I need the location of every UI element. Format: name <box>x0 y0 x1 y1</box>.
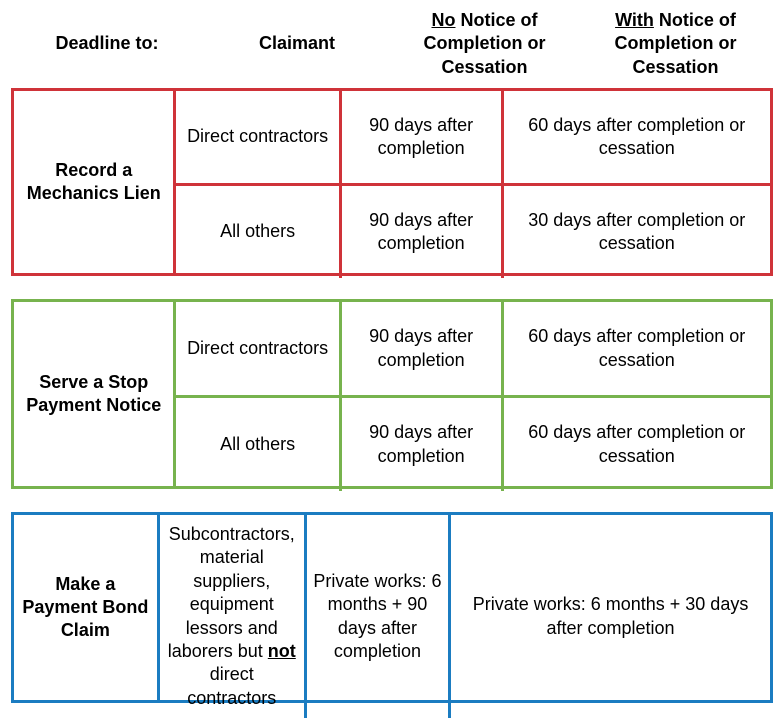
cell-with-notice-text: 60 days after completion or cessation <box>528 114 746 158</box>
row-label-mechanics-lien: Record a Mechanics Lien <box>14 91 177 273</box>
column-header-no-notice: No Notice of Completion or Cessation <box>391 9 578 78</box>
column-header-with-notice-text: With Notice of Completion or Cessation <box>582 9 769 78</box>
cell-claimant-text: Direct contractors <box>187 126 329 147</box>
cell-no-notice: 90 days after completion <box>338 398 501 491</box>
block-spacer <box>11 276 773 299</box>
cell-no-notice-text: 90 days after completion <box>369 209 474 253</box>
table-row: Subcontractors, material suppliers, equi… <box>160 515 770 719</box>
cell-no-notice: 90 days after completion <box>338 302 501 395</box>
block-mechanics-lien: Record a Mechanics Lien Direct contracto… <box>11 88 773 278</box>
cell-claimant-text: All others <box>220 433 296 454</box>
cell-claimant-suffix: direct contractors <box>187 664 277 708</box>
cell-with-notice: 30 days after completion or cessation <box>500 186 771 278</box>
cell-no-notice: Private works: 6 months + 90 days after … <box>303 515 448 719</box>
row-label-payment-bond-claim: Make a Payment Bond Claim <box>14 515 160 700</box>
cell-claimant: All others <box>176 186 338 278</box>
cell-with-notice-text: 60 days after completion or cessation <box>528 326 746 370</box>
cell-no-notice: 90 days after completion <box>338 91 501 183</box>
column-header-claimant: Claimant <box>203 32 391 55</box>
table-row: All others 90 days after completion 60 d… <box>176 395 770 491</box>
column-header-no-underlined: No <box>431 10 456 31</box>
cell-claimant: Direct contractors <box>176 302 338 395</box>
column-header-claimant-label: Claimant <box>258 33 336 54</box>
column-header-with-underlined: With <box>615 10 654 31</box>
block-spacer <box>11 489 773 512</box>
cell-with-notice-text: 30 days after completion or cessation <box>528 209 746 253</box>
cell-claimant: All others <box>176 398 338 491</box>
column-header-deadline: Deadline to: <box>11 32 203 55</box>
cell-with-notice: 60 days after completion or cessation <box>500 302 771 395</box>
cell-no-notice-text: 90 days after completion <box>369 114 474 158</box>
column-header-deadline-label: Deadline to: <box>55 33 159 54</box>
cell-with-notice: 60 days after completion or cessation <box>500 91 771 183</box>
row-label-stop-payment-notice: Serve a Stop Payment Notice <box>14 302 177 486</box>
cell-no-notice-text: 90 days after completion <box>369 326 474 370</box>
cell-no-notice-text: 90 days after completion <box>369 422 474 466</box>
row-label-stop-payment-notice-text: Serve a Stop Payment Notice <box>26 371 162 415</box>
table-row: All others 90 days after completion 30 d… <box>176 183 770 278</box>
block-stop-payment-notice-rows: Direct contractors 90 days after complet… <box>176 302 770 491</box>
cell-with-notice-text: Private works: 6 months + 30 days after … <box>472 594 749 638</box>
column-header-no-rest: Notice of Completion or Cessation <box>423 10 546 77</box>
cell-with-notice: 60 days after completion or cessation <box>500 398 771 491</box>
column-header-no-notice-text: No Notice of Completion or Cessation <box>395 9 574 78</box>
block-mechanics-lien-rows: Direct contractors 90 days after complet… <box>176 91 770 278</box>
cell-claimant-emphasis-not: not <box>267 640 296 661</box>
cell-with-notice: Private works: 6 months + 30 days after … <box>448 515 770 719</box>
block-payment-bond-claim: Make a Payment Bond Claim Subcontractors… <box>11 512 773 719</box>
row-label-mechanics-lien-text: Record a Mechanics Lien <box>26 159 161 203</box>
cell-no-notice: 90 days after completion <box>338 186 501 278</box>
column-header-with-notice: With Notice of Completion or Cessation <box>578 9 773 78</box>
table-row: Direct contractors 90 days after complet… <box>176 302 770 395</box>
cell-claimant: Subcontractors, material suppliers, equi… <box>160 515 304 718</box>
table-row: Direct contractors 90 days after complet… <box>176 91 770 183</box>
cell-claimant-text: Direct contractors <box>187 337 329 358</box>
block-payment-bond-claim-rows: Subcontractors, material suppliers, equi… <box>160 515 770 719</box>
cell-claimant-text: All others <box>220 221 296 242</box>
row-label-payment-bond-claim-text: Make a Payment Bond Claim <box>22 573 149 641</box>
column-header-with-rest: Notice of Completion or Cessation <box>614 10 737 77</box>
table-header-row: Deadline to: Claimant No Notice of Compl… <box>11 0 773 88</box>
cell-no-notice-text: Private works: 6 months + 90 days after … <box>313 570 442 661</box>
cell-claimant-prefix: Subcontractors, material suppliers, equi… <box>167 524 295 661</box>
block-stop-payment-notice: Serve a Stop Payment Notice Direct contr… <box>11 299 773 491</box>
cell-claimant: Direct contractors <box>176 91 338 183</box>
cell-with-notice-text: 60 days after completion or cessation <box>528 422 746 466</box>
cell-claimant-text: Subcontractors, material suppliers, equi… <box>166 523 298 710</box>
